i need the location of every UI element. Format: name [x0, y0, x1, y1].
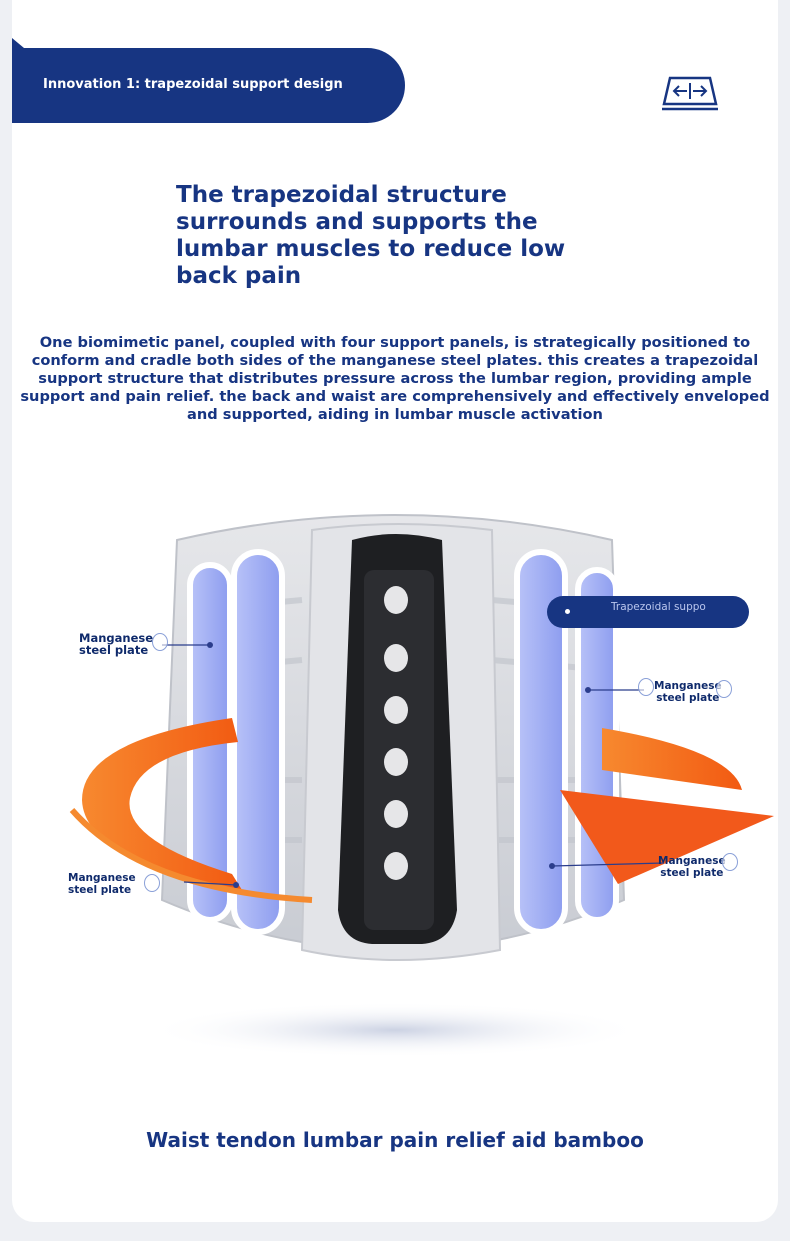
headline: The trapezoidal structure surrounds and … — [176, 182, 566, 289]
label-line: steel plate — [660, 867, 724, 879]
feature-tag-text: Innovation 1: trapezoidal support design — [43, 77, 343, 92]
label-line: Manganese — [654, 680, 722, 692]
label-line: Manganese — [658, 855, 726, 867]
right-bottom-plate-label: Manganese steel plate — [658, 855, 726, 879]
left-bottom-ring-icon — [144, 874, 160, 892]
product-name-footer: Waist tendon lumbar pain relief aid bamb… — [146, 1128, 644, 1152]
lumbar-belt-illustration — [69, 514, 774, 1058]
trapezoidal-support-callout: Trapezoidal suppo — [547, 596, 749, 628]
left-bottom-plate-label: Manganese steel plate — [68, 872, 136, 896]
description-paragraph: One biomimetic panel, coupled with four … — [20, 334, 770, 423]
feature-tag: Innovation 1: trapezoidal support design — [12, 48, 405, 123]
left-top-ring-icon — [152, 633, 168, 651]
right-bottom-ring-icon — [722, 853, 738, 871]
right-top-ring-end-icon — [716, 680, 732, 698]
label-line: steel plate — [656, 692, 720, 704]
left-top-plate-label: Manganese steel plate — [79, 632, 153, 656]
label-line: steel plate — [68, 884, 132, 896]
trapezoidal-support-callout-text: Trapezoidal suppo — [611, 601, 706, 613]
callout-dot-icon — [565, 609, 570, 614]
page-card: Innovation 1: trapezoidal support design… — [12, 0, 778, 1222]
label-line: Manganese — [79, 631, 154, 645]
right-top-plate-label: Manganese steel plate — [654, 680, 722, 704]
right-top-ring-icon — [638, 678, 654, 696]
trapezoid-expand-icon — [662, 76, 718, 111]
label-line: steel plate — [79, 643, 149, 657]
label-line: Manganese — [68, 872, 136, 884]
corner-accent — [12, 38, 24, 48]
